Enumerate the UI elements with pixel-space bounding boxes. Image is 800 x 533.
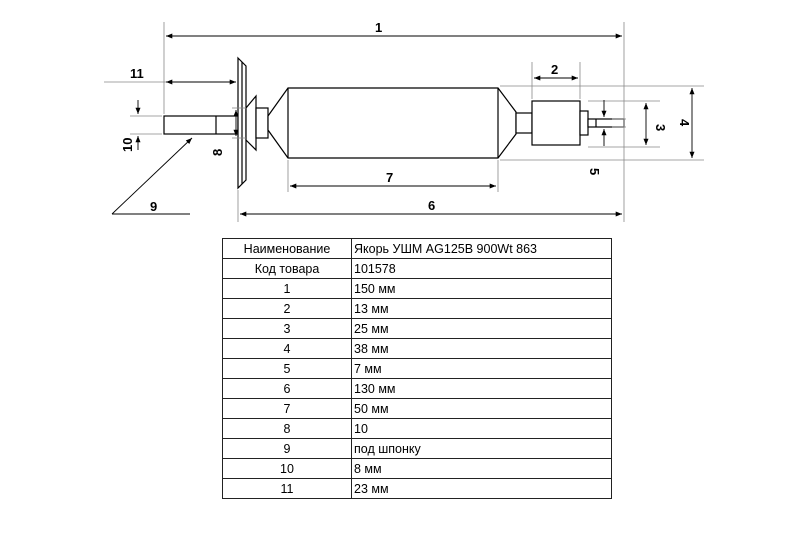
dimension-label-9: 9: [150, 199, 157, 214]
table-key: 8: [222, 418, 352, 439]
table-key: 9: [222, 438, 352, 459]
table-value: 10: [351, 418, 612, 439]
table-key: Код товара: [222, 258, 352, 279]
rotor-core: [267, 87, 517, 159]
table-key: 7: [222, 398, 352, 419]
table-value: под шпонку: [351, 438, 612, 459]
table-key: 5: [222, 358, 352, 379]
fan-hub: [245, 94, 257, 152]
shaft-neck: [515, 112, 533, 134]
dimension-label-8: 8: [210, 149, 225, 156]
dimension-label-7: 7: [386, 170, 393, 185]
bearing-seat: [579, 110, 589, 136]
table-key: 1: [222, 278, 352, 299]
table-value: 50 мм: [351, 398, 612, 419]
dimension-labels: 1 2 3 4 5 6 7 8 9 10 11: [120, 20, 692, 214]
table-key: 10: [222, 458, 352, 479]
table-value: 130 мм: [351, 378, 612, 399]
table-key: Наименование: [222, 238, 352, 259]
table-value: 7 мм: [351, 358, 612, 379]
dimension-label-5: 5: [587, 168, 602, 175]
dimension-label-10: 10: [120, 138, 135, 152]
table-value: 150 мм: [351, 278, 612, 299]
shaft-end: [587, 118, 625, 128]
table-value: Якорь УШМ AG125B 900Wt 863: [351, 238, 612, 259]
dimension-label-2: 2: [551, 62, 558, 77]
dimension-label-6: 6: [428, 198, 435, 213]
armature-outline: [163, 56, 625, 190]
table-key: 4: [222, 338, 352, 359]
table-key: 2: [222, 298, 352, 319]
commutator: [531, 100, 581, 146]
table-value: 23 мм: [351, 478, 612, 499]
dimension-label-3: 3: [653, 124, 668, 131]
dimension-label-4: 4: [677, 119, 692, 127]
table-key: 11: [222, 478, 352, 499]
table-value: 101578: [351, 258, 612, 279]
armature-drawing: 1 2 3 4 5 6 7 8 9 10 11: [104, 20, 704, 222]
table-key: 3: [222, 318, 352, 339]
shaft-collar: [255, 107, 269, 139]
shaft-end-keyed: [163, 115, 239, 135]
table-value: 25 мм: [351, 318, 612, 339]
table-value: 8 мм: [351, 458, 612, 479]
dimension-lines: [111, 33, 695, 217]
dimension-label-11: 11: [130, 66, 144, 81]
table-key: 6: [222, 378, 352, 399]
dimension-label-1: 1: [375, 20, 382, 35]
table-value: 38 мм: [351, 338, 612, 359]
table-value: 13 мм: [351, 298, 612, 319]
